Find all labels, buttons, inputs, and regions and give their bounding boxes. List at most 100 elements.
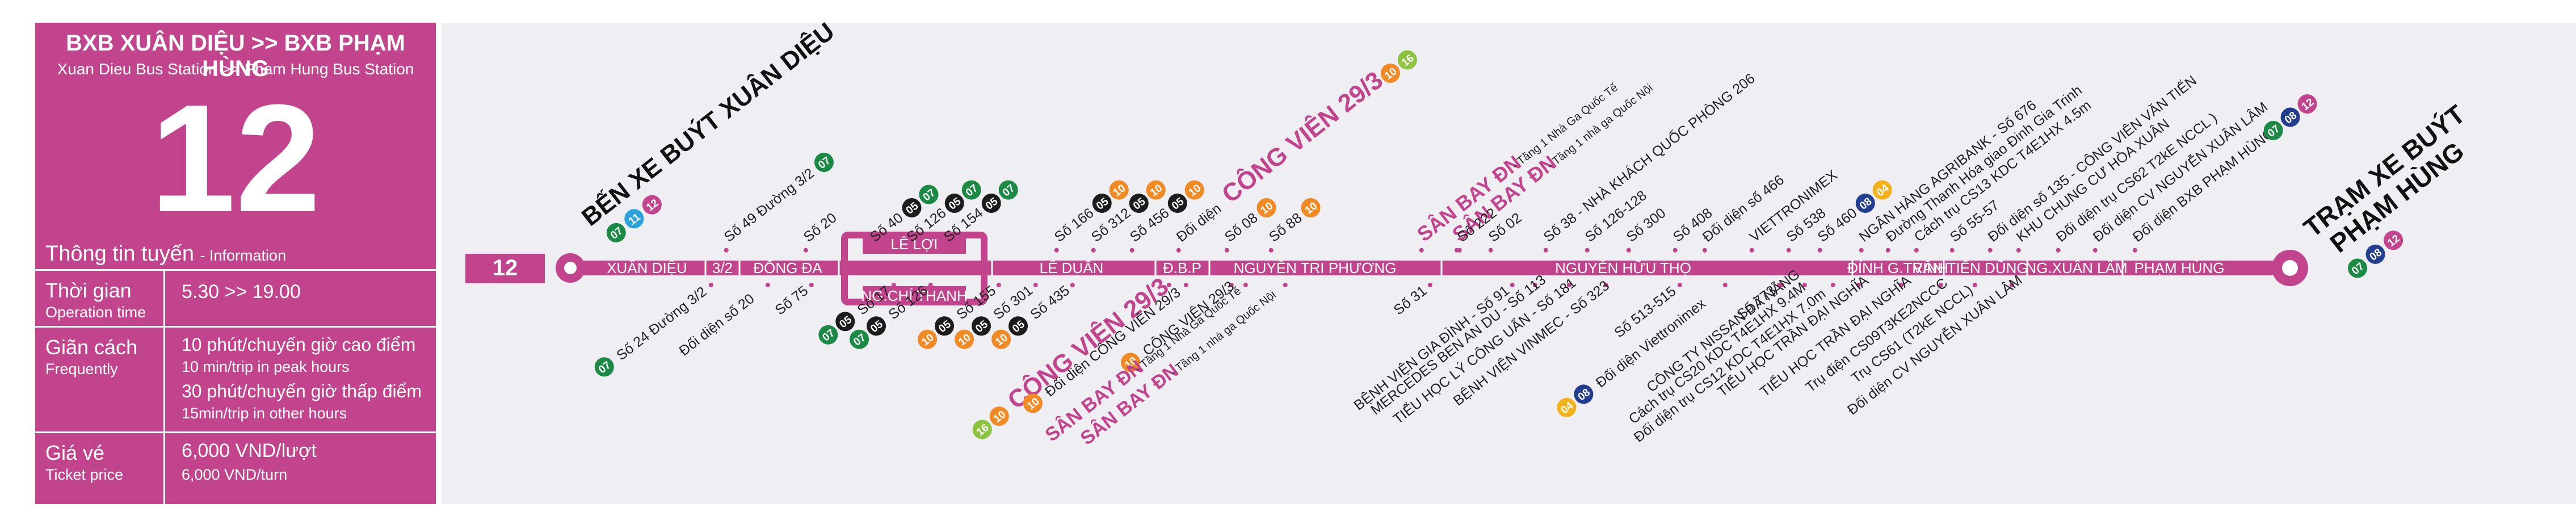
stop-dot: [1949, 248, 1955, 253]
route-info-panel: BXB XUÂN DIỆU >> BXB PHẠM HÙNG Xuan Dieu…: [35, 23, 436, 506]
row-label: Giãn cách: [45, 336, 138, 359]
row-frequency: Giãn cách Frequently 10 phút/chuyến giờ …: [35, 326, 436, 433]
stop-name: Số 31: [1391, 283, 1430, 318]
route-title-en: Xuan Dieu Bus Station >> Pham Hung Bus S…: [57, 60, 414, 78]
route-title: BXB XUÂN DIỆU >> BXB PHẠM HÙNG: [66, 31, 405, 81]
badge-circle: [1109, 180, 1129, 200]
stop-name: Số 75: [772, 283, 812, 318]
badge-circle: [1184, 180, 1204, 200]
route-badge-04: 04: [1872, 180, 1892, 200]
badge-circle: [1146, 180, 1166, 200]
route-badge-16: 16: [972, 420, 992, 439]
stop-dot: [1938, 283, 1943, 288]
badge-circle: [1129, 193, 1149, 213]
route-badge-16: 16: [1397, 50, 1417, 70]
stop-dot: [891, 283, 896, 288]
row-divider: [163, 328, 165, 433]
route-badge-05: 05: [1008, 316, 1028, 336]
row-label-en: Operation time: [45, 304, 146, 321]
route-badge-05: 05: [1129, 193, 1149, 213]
stop-dot: [1626, 248, 1631, 253]
stop-lower: Số 31: [1391, 283, 1432, 318]
terminal-start-name: BẾN XE BUÝT XUÂN DIỆU: [576, 17, 839, 232]
badge-circle: [2348, 258, 2368, 278]
badge-circle: [624, 209, 644, 229]
row-value-en: 10 min/trip in peak hours: [182, 358, 350, 375]
street-label-bg: [863, 286, 966, 305]
badge-circle: [902, 198, 922, 217]
badge-circle: [1257, 198, 1276, 217]
stop-dot: [1566, 283, 1571, 288]
route-number-badge-text: 12: [493, 255, 518, 280]
route-number: 12: [150, 73, 321, 244]
badge-circle: [991, 329, 1011, 349]
badge-circle: [919, 185, 939, 204]
street-label: NG.CHÍ THANH: [861, 287, 967, 304]
route-badge-05: 05: [902, 198, 922, 217]
badge-circle: [867, 316, 886, 336]
stop-dot: [1702, 248, 1707, 253]
badge-circle: [1380, 63, 1400, 83]
row-ticket-price: Giá vé Ticket price 6,000 VND/lượt 6,000…: [35, 431, 436, 506]
badge-circle: [2297, 94, 2317, 114]
route-badge-10: 10: [991, 329, 1011, 349]
route-badge-11: 11: [624, 209, 644, 229]
route-badge-07: 07: [998, 180, 1018, 200]
badge-circle: [642, 195, 662, 215]
route-badge-10: 10: [1109, 180, 1129, 200]
badge-circle: [814, 152, 834, 172]
stop-dot: [1283, 283, 1288, 288]
route-badge-08: 08: [2365, 244, 2385, 264]
route-badge-10: 10: [1023, 393, 1043, 413]
stop-dot: [1243, 283, 1248, 288]
stop-dot: [708, 283, 713, 288]
street-label: LÊ DUẨN: [1040, 259, 1104, 276]
route-badge-12: 12: [2384, 230, 2403, 250]
stop-dot: [2092, 248, 2098, 253]
stop-dot: [1786, 248, 1791, 253]
badge-circle: [1008, 316, 1028, 336]
stop-dot: [1722, 283, 1728, 288]
route-badge-12: 12: [642, 195, 662, 215]
stop-dot: [1830, 283, 1835, 288]
stop-upper: Số 20: [801, 210, 839, 253]
stop-dot: [1166, 283, 1171, 288]
badge-circle: [1397, 50, 1417, 70]
row-value: 6,000 VND/lượt: [182, 440, 317, 462]
route-badge-05: 05: [1167, 193, 1187, 213]
row-value: 10 phút/chuyến giờ cao điểm: [182, 334, 416, 355]
row-operation-time: Thời gian Operation time 5.30 >> 19.00: [35, 269, 436, 328]
badge-circle: [972, 316, 991, 336]
route-badge-07: 07: [850, 329, 869, 349]
route-badge-10: 10: [1257, 198, 1276, 217]
info-heading-en: - Information: [200, 247, 287, 264]
route-badge-07: 07: [814, 152, 834, 172]
stop-dot: [765, 283, 770, 288]
stop-dot: [1585, 248, 1590, 253]
stop-dot: [1817, 248, 1822, 253]
stop-dot: [1987, 248, 1993, 253]
stop-dot: [1749, 248, 1754, 253]
badge-circle: [1092, 193, 1112, 213]
stop-dot: [1914, 248, 1919, 253]
stop-name: Số 08: [1222, 210, 1261, 245]
route-badge-04: 04: [1557, 397, 1577, 417]
row-divider: [163, 271, 165, 328]
row-value: 5.30 >> 19.00: [182, 281, 301, 303]
stop-dot: [1972, 283, 1977, 288]
badge-circle: [961, 180, 981, 200]
badge-circle: [955, 329, 974, 349]
route-badge-07: 07: [919, 185, 939, 204]
street-label: PHẠM HÙNG: [2134, 259, 2225, 276]
badge-circle: [2384, 230, 2403, 250]
stop-dot: [2016, 248, 2021, 253]
stop-dot: [1427, 283, 1432, 288]
stop-dot: [1268, 248, 1274, 253]
stop-lower: SÂN BAY ĐN- Tầng 1 nhà ga Quốc Nội: [1077, 283, 1288, 450]
stop-dot: [1183, 283, 1188, 288]
route-badge-07: 07: [2348, 258, 2368, 278]
